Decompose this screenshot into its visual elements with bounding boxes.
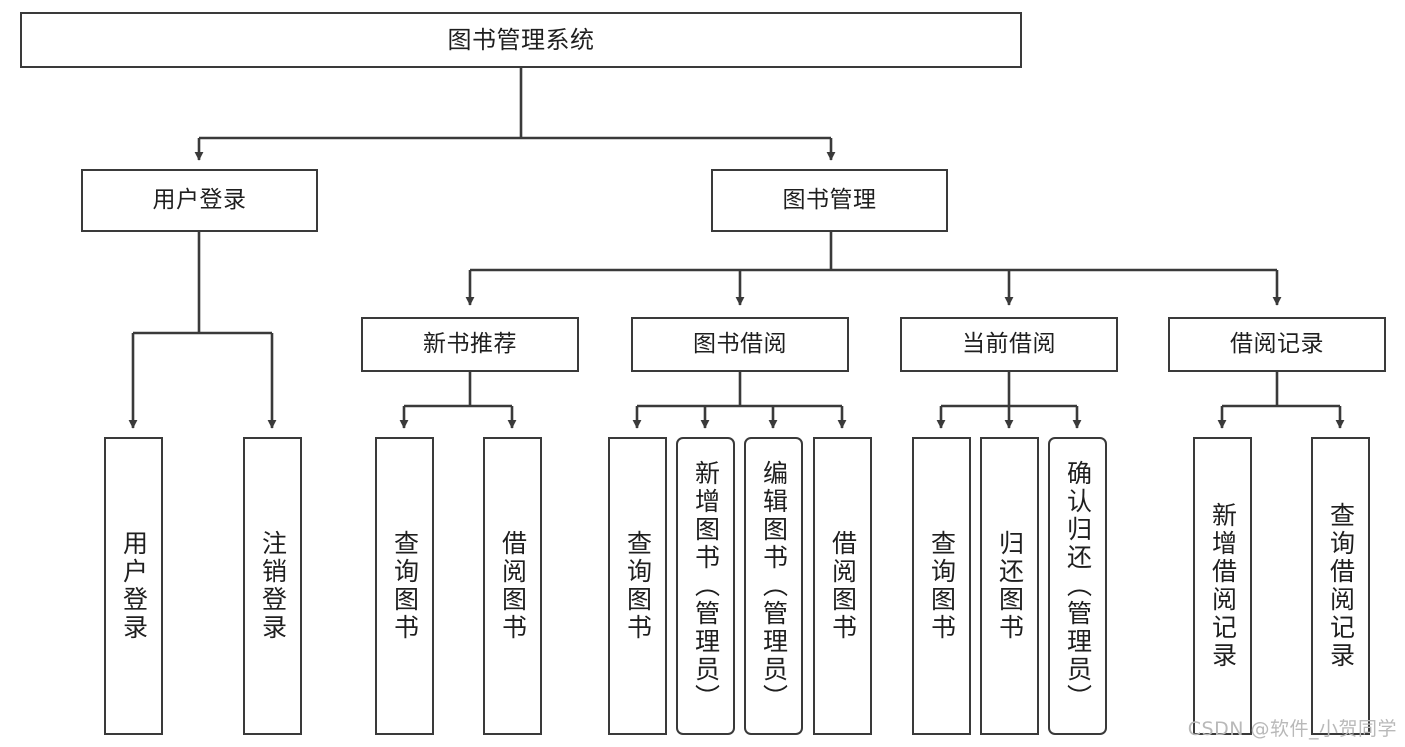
node-new-book-recommendation[interactable]: 新书推荐 (361, 317, 579, 372)
node-label: 借阅图书 (498, 530, 528, 642)
node-label: 查询借阅记录 (1326, 502, 1356, 670)
node-label: 归还图书 (995, 530, 1025, 642)
node-label: 查询图书 (390, 530, 420, 642)
node-label: 用户登录 (152, 187, 247, 213)
node-label: 用户登录 (119, 530, 149, 642)
leaf-return-book[interactable]: 归还图书 (980, 437, 1039, 735)
leaf-query-book-borrow[interactable]: 查询图书 (608, 437, 667, 735)
node-label: 新增图书（管理员） (691, 460, 721, 712)
node-label: 当前借阅 (962, 331, 1056, 357)
leaf-borrow-book-recommend[interactable]: 借阅图书 (483, 437, 542, 735)
leaf-add-borrow-record[interactable]: 新增借阅记录 (1193, 437, 1252, 735)
node-label: 借阅图书 (828, 530, 858, 642)
leaf-add-book-admin[interactable]: 新增图书（管理员） (676, 437, 735, 735)
node-label: 查询图书 (927, 530, 957, 642)
node-label: 新增借阅记录 (1208, 502, 1238, 670)
node-label: 借阅记录 (1230, 331, 1324, 357)
node-label: 图书管理 (782, 187, 877, 213)
node-label: 图书管理系统 (447, 26, 595, 54)
node-book-management-system[interactable]: 图书管理系统 (20, 12, 1022, 68)
node-borrowing-record[interactable]: 借阅记录 (1168, 317, 1386, 372)
leaf-edit-book-admin[interactable]: 编辑图书（管理员） (744, 437, 803, 735)
leaf-borrow-book[interactable]: 借阅图书 (813, 437, 872, 735)
leaf-logout[interactable]: 注销登录 (243, 437, 302, 735)
node-book-borrowing[interactable]: 图书借阅 (631, 317, 849, 372)
leaf-query-book-recommend[interactable]: 查询图书 (375, 437, 434, 735)
node-book-management[interactable]: 图书管理 (711, 169, 948, 232)
node-current-borrowing[interactable]: 当前借阅 (900, 317, 1118, 372)
node-label: 图书借阅 (693, 331, 787, 357)
leaf-confirm-return-admin[interactable]: 确认归还（管理员） (1048, 437, 1107, 735)
node-user-login[interactable]: 用户登录 (81, 169, 318, 232)
leaf-query-borrow-record[interactable]: 查询借阅记录 (1311, 437, 1370, 735)
node-label: 编辑图书（管理员） (759, 460, 789, 712)
node-label: 新书推荐 (423, 331, 517, 357)
leaf-query-book-current[interactable]: 查询图书 (912, 437, 971, 735)
node-label: 注销登录 (258, 530, 288, 642)
node-label: 确认归还（管理员） (1063, 460, 1093, 712)
leaf-user-login[interactable]: 用户登录 (104, 437, 163, 735)
node-label: 查询图书 (623, 530, 653, 642)
watermark-text: CSDN @软件_小贺同学 (1187, 718, 1397, 740)
